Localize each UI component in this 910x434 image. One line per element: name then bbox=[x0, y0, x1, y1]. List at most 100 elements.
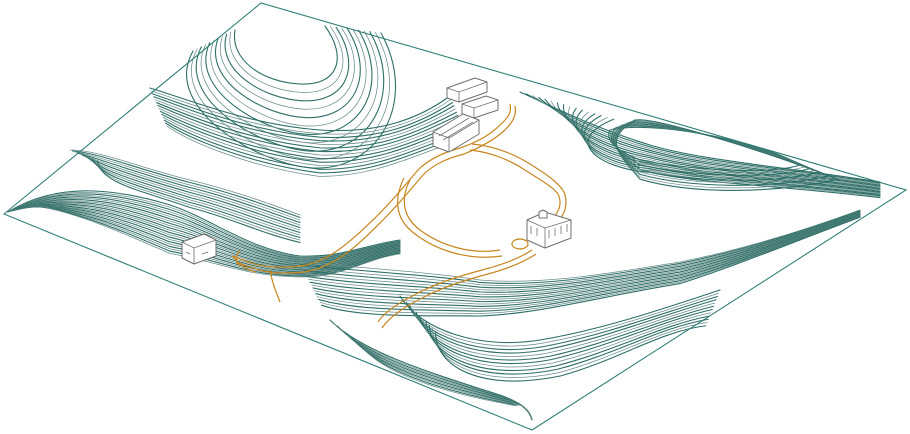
road-turnaround bbox=[511, 238, 529, 250]
contour-line bbox=[321, 216, 861, 317]
contour-line bbox=[16, 200, 401, 264]
contour-line bbox=[157, 105, 459, 153]
building-roof-ridge bbox=[446, 81, 488, 102]
road-main-spine-edge bbox=[235, 105, 517, 274]
contour-line bbox=[302, 210, 861, 287]
contour-line bbox=[153, 96, 455, 142]
contour-lines-group bbox=[7, 25, 881, 421]
building-icon bbox=[446, 77, 488, 103]
building-chimney-icon bbox=[538, 209, 548, 219]
road-lower-branch-edge bbox=[381, 253, 537, 329]
contour-line bbox=[525, 93, 881, 184]
buildings-group bbox=[181, 77, 572, 265]
contour-line bbox=[7, 190, 401, 257]
road-lower-branch bbox=[269, 249, 533, 323]
contour-line bbox=[215, 28, 361, 119]
building-north-block[interactable] bbox=[461, 95, 499, 119]
contour-line bbox=[84, 155, 301, 231]
building-north-shed[interactable] bbox=[446, 77, 488, 103]
contour-line bbox=[24, 205, 401, 270]
contour-line bbox=[163, 119, 465, 170]
road-loop-west-edge bbox=[397, 177, 503, 258]
contour-line bbox=[200, 30, 379, 144]
contour-line bbox=[210, 29, 367, 127]
contour-line bbox=[27, 206, 401, 272]
contour-line bbox=[428, 318, 709, 375]
contour-line bbox=[158, 108, 460, 156]
contour-line bbox=[315, 214, 861, 307]
contour-line bbox=[162, 116, 464, 167]
contour-line bbox=[31, 205, 401, 275]
building-icon bbox=[181, 233, 217, 265]
contour-line bbox=[71, 150, 301, 219]
contour-line bbox=[299, 209, 861, 282]
contour-line bbox=[205, 29, 373, 135]
contour-line bbox=[405, 295, 718, 351]
contour-line bbox=[12, 196, 401, 261]
contour-line bbox=[94, 159, 301, 241]
contour-line bbox=[8, 192, 401, 258]
contour-line bbox=[195, 31, 385, 152]
contour-line bbox=[152, 93, 454, 139]
contour-line bbox=[306, 211, 861, 293]
contour-line bbox=[18, 201, 401, 265]
contour-line bbox=[300, 209, 861, 284]
contour-line bbox=[161, 113, 463, 163]
contour-line bbox=[76, 152, 301, 224]
contour-line bbox=[585, 117, 881, 197]
contour-line bbox=[19, 202, 401, 266]
contour-line bbox=[303, 210, 861, 289]
building-icon bbox=[432, 113, 480, 153]
contour-line bbox=[402, 292, 720, 347]
road-network-group bbox=[231, 103, 567, 329]
building-roof-ridge bbox=[432, 117, 480, 152]
contour-line bbox=[74, 151, 301, 221]
contour-line bbox=[224, 26, 350, 102]
contour-line bbox=[311, 213, 861, 300]
contour-line bbox=[432, 322, 708, 378]
contour-line bbox=[23, 205, 401, 269]
contour-line bbox=[532, 95, 881, 185]
contour-line bbox=[91, 158, 301, 239]
contour-line bbox=[425, 315, 711, 372]
contour-line bbox=[316, 215, 861, 310]
building-roof-ridge bbox=[461, 99, 499, 118]
contour-line bbox=[362, 346, 533, 421]
contour-line bbox=[418, 308, 713, 364]
contour-line bbox=[415, 305, 715, 361]
contour-line bbox=[20, 203, 401, 267]
contour-line bbox=[25, 206, 401, 271]
contour-line bbox=[69, 149, 301, 216]
road-east-branch bbox=[469, 149, 561, 219]
contour-line bbox=[305, 211, 861, 291]
contour-line bbox=[32, 205, 401, 276]
road-west-link bbox=[231, 249, 257, 273]
building-main-house[interactable] bbox=[526, 209, 572, 249]
contour-line bbox=[79, 153, 301, 226]
contour-line bbox=[22, 204, 401, 268]
road-loop-west bbox=[403, 179, 501, 252]
contour-line bbox=[89, 157, 301, 236]
contour-line bbox=[220, 27, 355, 110]
road-main-spine bbox=[231, 103, 512, 268]
contour-line bbox=[81, 154, 301, 229]
contour-line bbox=[166, 125, 468, 177]
contour-line bbox=[309, 212, 861, 298]
contour-line bbox=[15, 198, 401, 263]
contour-line bbox=[319, 216, 861, 314]
contour-line bbox=[399, 289, 721, 344]
contour-line bbox=[149, 87, 451, 132]
contour-line bbox=[422, 312, 712, 368]
contour-line bbox=[191, 31, 390, 160]
contour-line bbox=[28, 206, 401, 273]
building-barn[interactable] bbox=[432, 113, 480, 153]
contour-line bbox=[412, 302, 716, 357]
building-west-cottage[interactable] bbox=[181, 233, 217, 265]
contour-line bbox=[159, 110, 461, 160]
contour-line bbox=[11, 195, 401, 260]
contour-line bbox=[154, 99, 456, 145]
road-east-branch-edge bbox=[471, 143, 567, 223]
contour-line bbox=[435, 325, 707, 382]
